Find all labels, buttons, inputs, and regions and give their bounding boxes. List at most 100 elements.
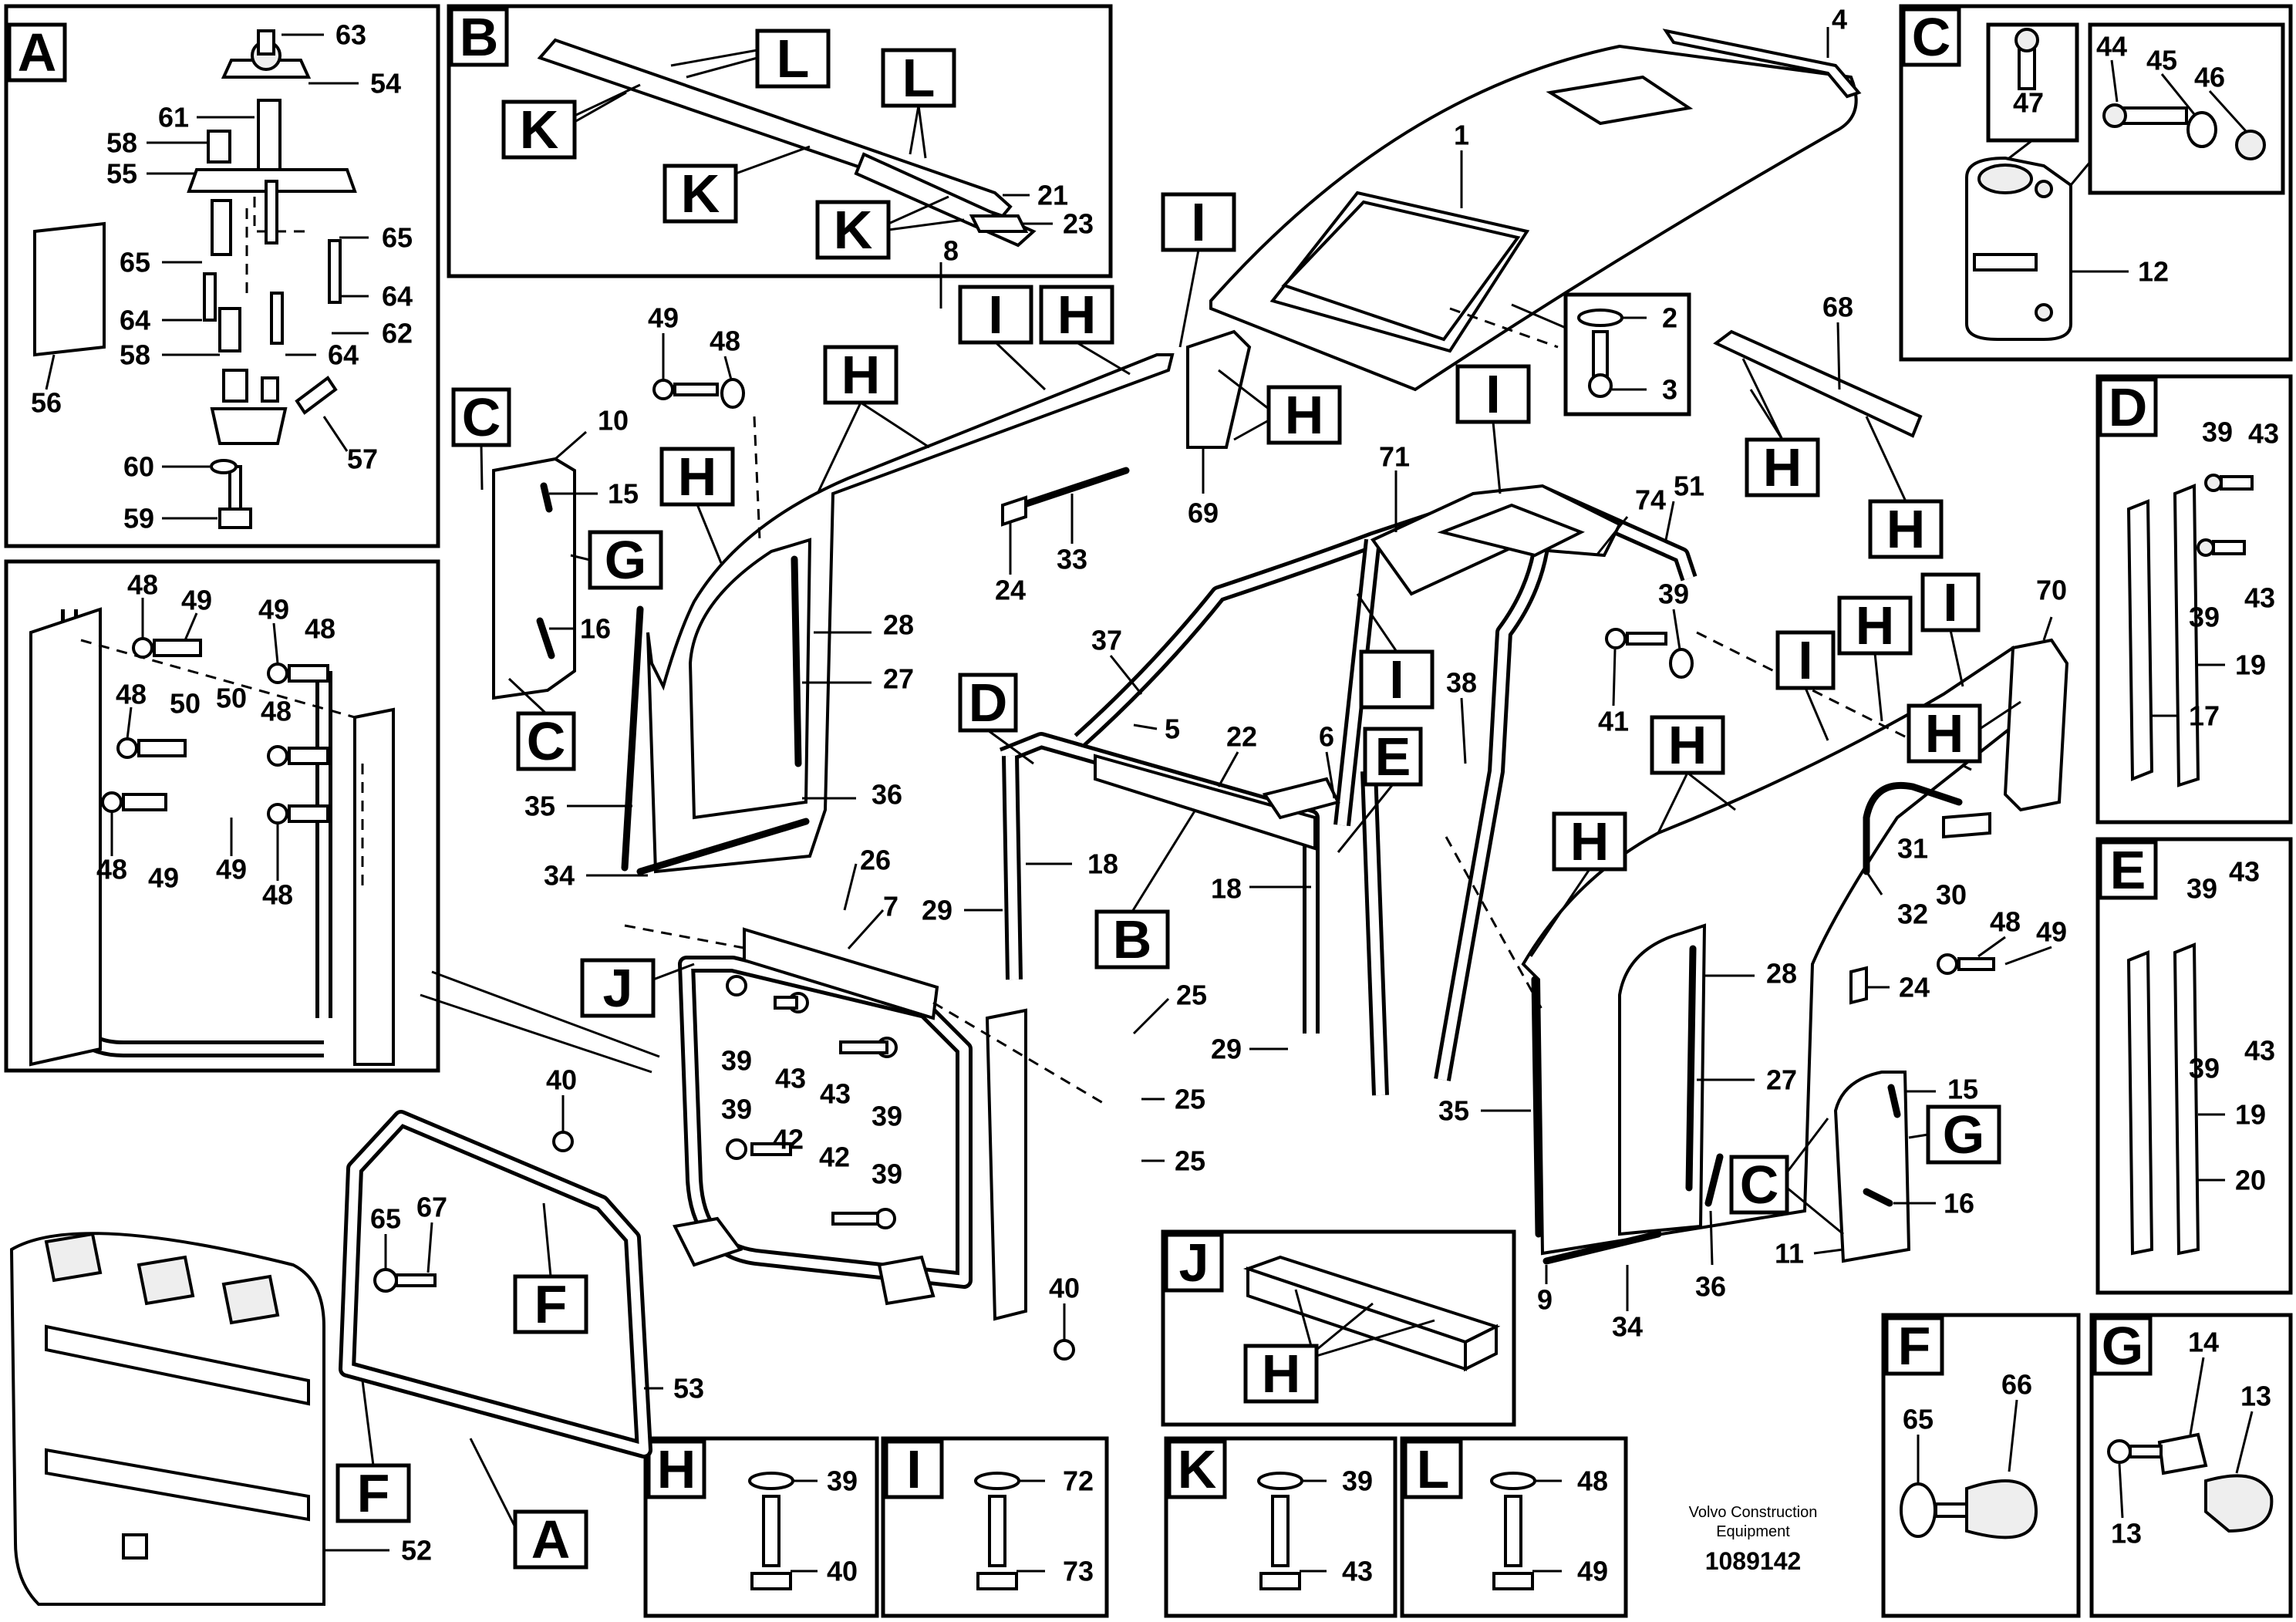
detail-panel-a: A 63 54 61 58 55 65 (4, 4, 440, 548)
bolt-49-48-main: 49 48 (648, 302, 761, 541)
right-rear-parts: 31 30 32 24 48 49 (1849, 781, 2067, 1005)
legend-panel-k: K 39 43 (1164, 1436, 1397, 1618)
part-label-48-right: 48 (1990, 906, 2021, 938)
part-label-64-lower: 64 (328, 339, 359, 371)
part-label-70: 70 (2036, 575, 2067, 606)
part-label-13-g2: 13 (2111, 1518, 2142, 1549)
part-label-29-a: 29 (922, 895, 952, 926)
callout-i-main-1: I (1191, 192, 1205, 252)
part-label-49-b: 49 (258, 594, 289, 626)
legend-k-39: 39 (1342, 1465, 1373, 1497)
part-label-66: 66 (2001, 1369, 2032, 1401)
legend-k-43: 43 (1342, 1556, 1373, 1587)
legend-l-label: L (1417, 1439, 1450, 1499)
legend-l-49: 49 (1577, 1556, 1608, 1587)
callout-c-main-2: C (527, 711, 566, 771)
part-label-48-b: 48 (305, 613, 335, 645)
bolt-group-left (101, 637, 329, 824)
panel-e-label: E (2110, 840, 2146, 900)
part-label-65-rear: 65 (370, 1203, 401, 1235)
legend-h-40: 40 (827, 1556, 858, 1587)
part-label-6: 6 (1319, 721, 1334, 753)
panel-f-label: F (1898, 1316, 1931, 1376)
callout-h-main-7: H (1856, 595, 1895, 656)
part-label-34-right: 34 (1612, 1311, 1643, 1343)
callout-c-main-1: C (462, 387, 501, 447)
part-label-38: 38 (1446, 667, 1477, 699)
part-label-63: 63 (335, 19, 366, 51)
cab-frame: 71 74 51 37 5 22 6 38 18 18 29 29 26 7 2… (843, 441, 1704, 1177)
part-label-67: 67 (416, 1192, 447, 1223)
callout-h-main-8: H (1925, 703, 1964, 764)
part-label-62: 62 (382, 318, 413, 349)
part-label-49-d: 49 (216, 854, 247, 885)
part-label-64-right: 64 (382, 281, 413, 312)
part-label-43-d1: 43 (2248, 418, 2279, 450)
part-label-55: 55 (106, 158, 137, 190)
callout-h-main-10: H (1570, 811, 1610, 872)
part-label-3: 3 (1662, 374, 1677, 406)
callout-i-main-5: I (1798, 630, 1812, 690)
part-label-48-f: 48 (262, 879, 293, 911)
part-label-39-f2: 39 (872, 1101, 902, 1132)
part-label-42-a: 42 (773, 1124, 804, 1155)
panel-g-label: G (2102, 1316, 2143, 1376)
part-label-43-e2: 43 (2244, 1035, 2275, 1067)
callout-k-3: K (834, 200, 873, 260)
bolt-39-41: 39 41 (1598, 578, 1694, 737)
callout-c-main-3: C (1740, 1155, 1779, 1215)
part-label-68: 68 (1822, 292, 1853, 323)
callout-i-main-4: I (1389, 649, 1404, 710)
part-label-15-right: 15 (1947, 1074, 1978, 1105)
detail-panel-c: C 47 44 45 46 12 (1899, 4, 2293, 362)
right-side-panel: 28 27 35 9 34 36 70 (1438, 575, 2069, 1343)
part-label-24-top: 24 (995, 575, 1026, 606)
part-label-19-d: 19 (2235, 649, 2266, 681)
part-label-22: 22 (1226, 721, 1257, 753)
part-label-2: 2 (1662, 302, 1677, 334)
part-label-43-f1: 43 (775, 1063, 806, 1094)
part-label-56: 56 (31, 387, 62, 419)
upper-brackets: 33 24 69 (995, 329, 1252, 606)
part-label-40-b: 40 (1049, 1273, 1080, 1304)
detail-panel-b: B L L K K K 21 23 (447, 4, 1113, 278)
front-window-frame: 39 43 43 39 39 42 42 39 40 40 (546, 924, 1104, 1361)
part-label-34-left: 34 (544, 860, 575, 892)
part-label-1: 1 (1454, 120, 1469, 151)
callout-pointers (361, 249, 2021, 1528)
callout-k-1: K (520, 99, 559, 160)
part-label-23: 23 (1063, 208, 1094, 240)
part-label-14: 14 (2188, 1327, 2219, 1358)
panel-a-label: A (18, 22, 57, 83)
part-label-32: 32 (1897, 899, 1928, 930)
part-label-58: 58 (106, 127, 137, 159)
legend-l-48: 48 (1577, 1465, 1608, 1497)
detail-panel-g: G 14 13 13 (2089, 1313, 2293, 1618)
part-label-19-e: 19 (2235, 1099, 2266, 1131)
legend-k-label: K (1178, 1439, 1217, 1499)
part-label-29-b: 29 (1211, 1034, 1242, 1065)
detail-panel-e: E 39 43 39 43 19 20 (2095, 837, 2293, 1295)
callout-h-main-3: H (678, 447, 717, 507)
rear-window-frame: 65 67 53 (339, 1110, 704, 1458)
part-label-18-a: 18 (1087, 848, 1118, 880)
document-number: 1089142 (1705, 1547, 1802, 1575)
callout-k-2: K (681, 164, 720, 224)
part-label-17: 17 (2189, 700, 2220, 732)
part-label-58-lower: 58 (120, 339, 150, 371)
part-label-27-left: 27 (883, 663, 914, 695)
legend-panel-l: L 48 49 (1400, 1436, 1628, 1618)
part-label-5: 5 (1165, 713, 1180, 745)
part-label-25-a: 25 (1176, 980, 1207, 1011)
part-label-48-e: 48 (96, 854, 127, 885)
part-label-40-a: 40 (546, 1064, 577, 1096)
part-label-48-d: 48 (261, 696, 292, 727)
part-label-52: 52 (401, 1535, 432, 1566)
part-label-49-c: 49 (148, 862, 179, 894)
right-door-window: 15 16 11 (1775, 1071, 1978, 1270)
legend-panel-i: I 72 73 (881, 1436, 1109, 1618)
part-label-45: 45 (2146, 45, 2177, 76)
callout-i-main-3: I (1485, 364, 1500, 424)
part-label-59: 59 (123, 503, 154, 534)
